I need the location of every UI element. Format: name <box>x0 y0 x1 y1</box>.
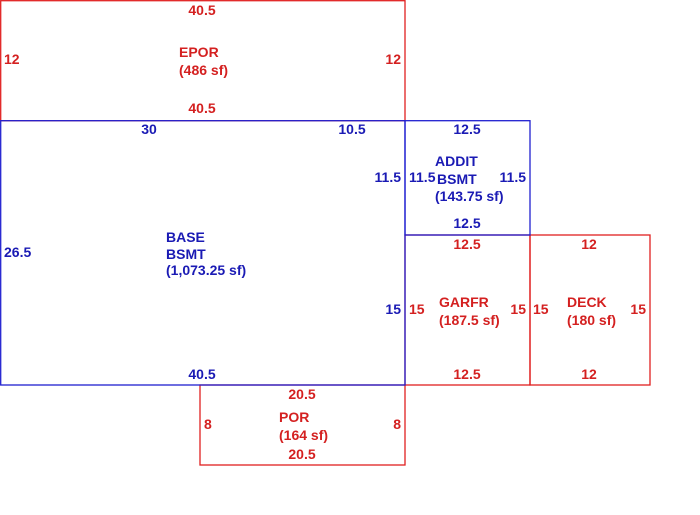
epor-bottom-dim: 40.5 <box>188 100 215 116</box>
por-label: POR <box>279 409 309 425</box>
deck-outline <box>529 234 651 386</box>
base-outline <box>0 120 406 386</box>
garfr-top-dim: 12.5 <box>453 236 480 252</box>
garfr-label: GARFR <box>439 294 489 310</box>
por-right-dim: 8 <box>393 416 401 432</box>
addit-label-line1: ADDIT <box>435 153 478 169</box>
base-label-line1: BASE <box>166 229 205 245</box>
deck-bottom-dim: 12 <box>581 366 597 382</box>
deck-left-dim: 15 <box>533 301 549 317</box>
por-area: (164 sf) <box>279 427 328 443</box>
deck-area: (180 sf) <box>567 312 616 328</box>
deck-top-dim: 12 <box>581 236 597 252</box>
por-top-dim: 20.5 <box>288 386 315 402</box>
base-top-dim-b: 10.5 <box>338 121 365 137</box>
addit-bottom-dim: 12.5 <box>453 215 480 231</box>
garfr-area: (187.5 sf) <box>439 312 500 328</box>
addit-top-dim: 12.5 <box>453 121 480 137</box>
epor-right-dim: 12 <box>385 51 401 67</box>
epor-top-dim: 40.5 <box>188 2 215 18</box>
base-bottom-dim: 40.5 <box>188 366 215 382</box>
deck-label: DECK <box>567 294 607 310</box>
addit-right-dim: 11.5 <box>500 169 527 185</box>
garfr-bottom-dim: 12.5 <box>453 366 480 382</box>
por-left-dim: 8 <box>204 416 212 432</box>
garfr-left-dim: 15 <box>409 301 425 317</box>
base-right-dim-b: 15 <box>385 301 401 317</box>
base-top-dim-a: 30 <box>141 121 157 137</box>
por-bottom-dim: 20.5 <box>288 446 315 462</box>
addit-left-dim: 11.5 <box>409 169 436 185</box>
deck-right-dim: 15 <box>630 301 646 317</box>
addit-area: (143.75 sf) <box>435 188 503 204</box>
base-left-dim: 26.5 <box>4 244 31 260</box>
epor-left-dim: 12 <box>4 51 20 67</box>
epor-area: (486 sf) <box>179 62 228 78</box>
base-right-dim-a: 11.5 <box>375 169 402 185</box>
base-area: (1,073.25 sf) <box>166 262 246 278</box>
addit-label-line2: BSMT <box>437 171 477 187</box>
garfr-right-dim: 15 <box>510 301 526 317</box>
base-label-line2: BSMT <box>166 246 206 262</box>
epor-label: EPOR <box>179 44 219 60</box>
